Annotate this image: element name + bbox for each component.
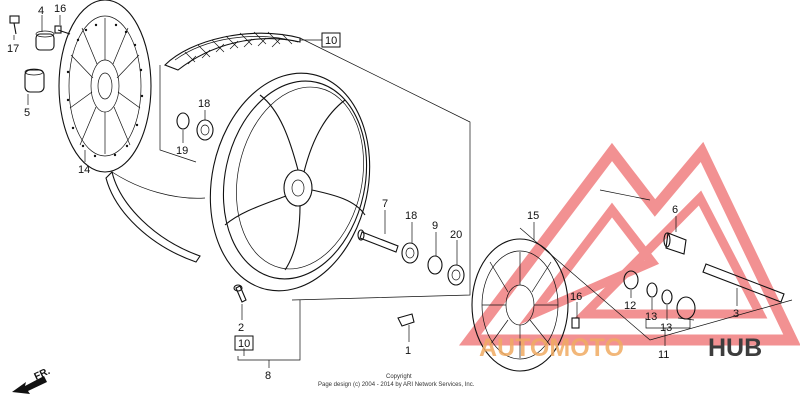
callout-9: 9 <box>432 220 438 232</box>
callout-14: 14 <box>78 164 90 176</box>
axle-nut <box>623 270 639 290</box>
front-axle <box>702 263 785 303</box>
leader-lines <box>13 15 738 368</box>
callout-10-bottom-box <box>234 335 254 351</box>
bolt-part-right <box>571 317 580 329</box>
callout-5: 5 <box>24 107 30 119</box>
footer-copyright: Copyright <box>386 374 412 380</box>
bearing-right <box>401 242 419 264</box>
brake-disc-right <box>471 238 569 372</box>
bolt-part-left <box>54 25 71 35</box>
oil-seal <box>447 264 465 286</box>
brake-disc-left <box>58 0 152 173</box>
callout-7: 7 <box>382 198 388 210</box>
wheel-rim <box>209 72 371 292</box>
callout-8: 8 <box>265 370 271 382</box>
distance-collar <box>357 229 399 253</box>
callout-6: 6 <box>672 204 678 216</box>
callout-17: 17 <box>7 43 19 55</box>
callout-2: 2 <box>238 322 244 334</box>
front-direction-arrow: FR. <box>12 366 52 394</box>
callout-20: 20 <box>450 229 462 241</box>
callout-19: 19 <box>176 145 188 157</box>
callout-1: 1 <box>405 345 411 357</box>
callout-3: 3 <box>733 308 739 320</box>
watermark-logo <box>458 141 800 346</box>
callout-4: 4 <box>38 5 44 17</box>
watermark-text: AUTOMOTO HUB <box>479 334 762 362</box>
balance-weight <box>397 313 415 327</box>
footer: Copyright Page design (c) 2004 - 2014 by… <box>318 374 475 388</box>
callout-10-top: 10 <box>325 35 337 47</box>
footer-page-design: Page design (c) 2004 - 2014 by ARI Netwo… <box>318 382 475 388</box>
washer-1 <box>646 282 658 298</box>
washer-2 <box>661 289 673 305</box>
callout-13-left: 13 <box>645 311 657 323</box>
callout-13-right: 13 <box>660 322 672 334</box>
callout-11: 11 <box>658 349 669 361</box>
callout-18-right: 18 <box>405 210 417 222</box>
callout-16-left: 16 <box>54 3 66 15</box>
watermark-text-automoto: AUTOMOTO <box>479 334 624 362</box>
callout-16-right: 16 <box>570 291 582 303</box>
bearing-left <box>176 112 214 141</box>
bolt-part-17 <box>9 15 20 35</box>
callout-18-left: 18 <box>198 98 210 110</box>
callout-10-bottom: 10 <box>238 338 250 350</box>
speedometer-gearbox <box>676 296 696 321</box>
collar-part-right <box>663 232 687 255</box>
callout-12: 12 <box>624 300 636 312</box>
callout-15: 15 <box>527 210 539 222</box>
seal-part <box>427 255 443 275</box>
damper-part <box>24 68 45 93</box>
explode-lines <box>159 37 793 341</box>
callout-10-top-box <box>321 32 341 48</box>
fender-part <box>105 170 206 263</box>
collar-part <box>35 30 55 51</box>
direction-label: FR. <box>33 366 52 383</box>
tire-section <box>164 31 301 71</box>
valve-stem <box>233 284 247 303</box>
callout-labels: 4 16 17 5 14 10 18 19 7 18 9 20 2 10 8 1… <box>7 3 739 382</box>
watermark-text-hub: HUB <box>708 334 762 362</box>
